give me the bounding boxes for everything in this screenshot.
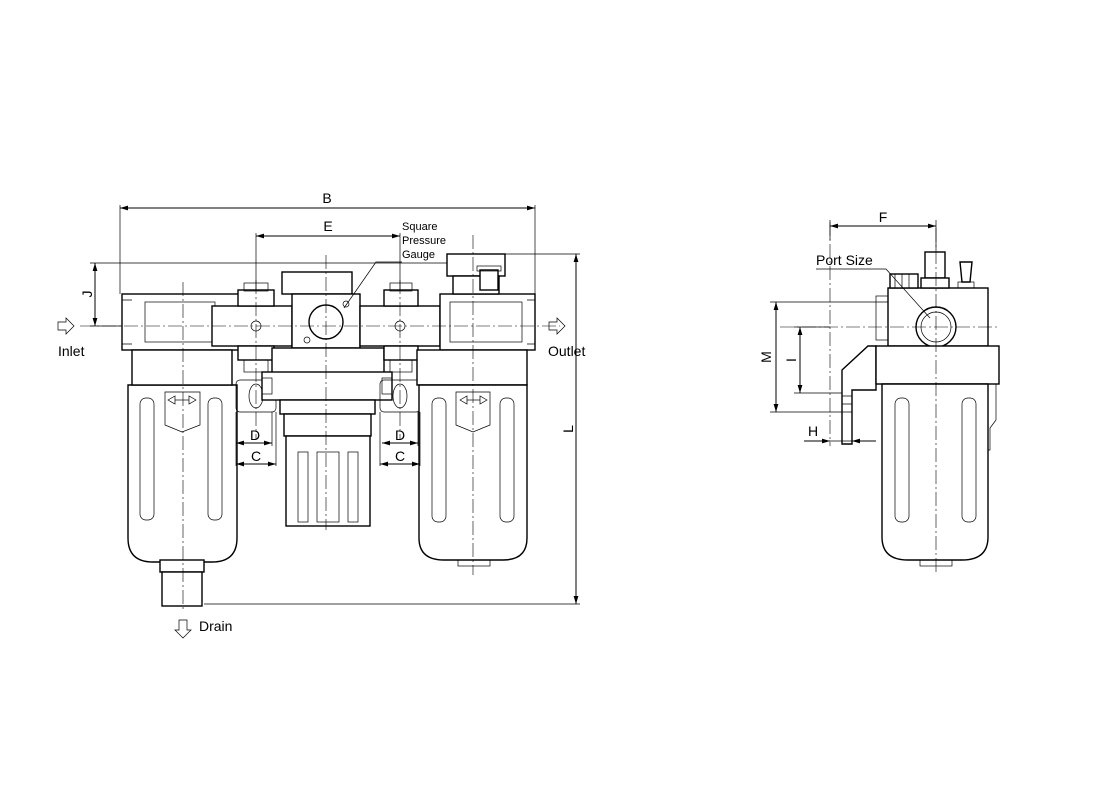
dim-label-m: M xyxy=(758,351,774,363)
dimension-f: F xyxy=(829,209,937,250)
gauge-callout: Square Pressure Gauge xyxy=(343,221,446,309)
inlet-marker: Inlet xyxy=(57,317,85,359)
dimension-dc-right: D C xyxy=(379,412,421,467)
dim-label-j: J xyxy=(79,291,95,298)
front-view: B E Square Pressure Gauge J L xyxy=(57,190,585,639)
dimension-b: B xyxy=(119,190,536,294)
dimension-l: L xyxy=(204,253,580,605)
drain-marker: Drain xyxy=(174,618,232,639)
port-size-label: Port Size xyxy=(816,252,873,268)
dimension-dc-left: D C xyxy=(235,412,277,467)
outlet-arrow-icon xyxy=(548,317,566,335)
dim-label-d-right: D xyxy=(395,427,405,443)
dimension-h: H xyxy=(804,423,876,444)
port-size-callout: Port Size xyxy=(816,252,931,319)
dim-label-h: H xyxy=(808,423,818,439)
dimension-j: J xyxy=(79,262,447,327)
side-view: F Port Size M I H xyxy=(758,209,1000,575)
dim-label-c-left: C xyxy=(251,448,261,464)
lubricator-head xyxy=(416,253,536,386)
dim-label-i: I xyxy=(783,358,799,362)
dimension-i: I xyxy=(783,326,842,394)
filter-bowl xyxy=(127,384,238,607)
inlet-arrow-icon xyxy=(57,317,75,335)
drain-arrow-icon xyxy=(174,619,192,639)
drain-label: Drain xyxy=(199,618,232,634)
outlet-label: Outlet xyxy=(548,343,585,359)
dim-label-b: B xyxy=(322,190,331,206)
gauge-label-line1: Square xyxy=(402,221,437,233)
dim-label-e: E xyxy=(323,218,332,234)
dim-label-d-left: D xyxy=(250,427,260,443)
gauge-label-line3: Gauge xyxy=(402,249,435,261)
dimension-e: E xyxy=(255,218,401,290)
outlet-marker: Outlet xyxy=(548,317,585,359)
side-body xyxy=(841,251,1000,567)
dim-label-c-right: C xyxy=(395,448,405,464)
dimension-m: M xyxy=(758,301,888,413)
center-lines xyxy=(80,235,560,610)
dim-label-l: L xyxy=(560,425,576,433)
dim-label-f: F xyxy=(879,209,888,225)
gauge-label-line2: Pressure xyxy=(402,235,446,247)
side-center-lines xyxy=(780,222,1000,575)
inlet-label: Inlet xyxy=(58,343,85,359)
